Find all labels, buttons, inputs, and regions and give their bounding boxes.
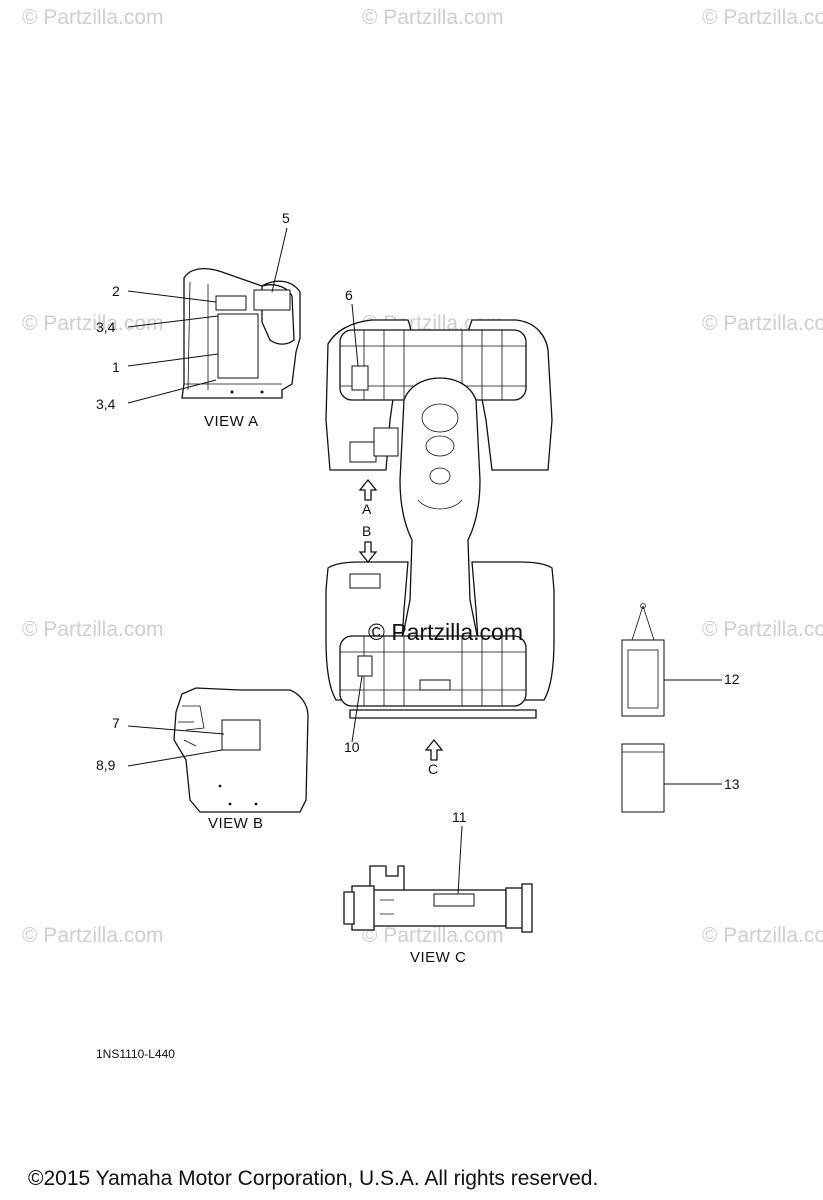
callout-5: 5 (282, 210, 290, 226)
tag-12-drawing (621, 603, 665, 717)
arrow-b-label: B (362, 523, 371, 539)
watermark-text: © Partzilla.com (702, 618, 823, 641)
watermark-text: © Partzilla.com (702, 312, 823, 335)
decal-11-shape (433, 893, 475, 907)
decal-5-shape (253, 289, 291, 311)
decal-1-shape (217, 313, 259, 379)
watermark-text: © Partzilla.com (362, 6, 504, 29)
copyright-notice: ©2015 Yamaha Motor Corporation, U.S.A. A… (28, 1167, 598, 1190)
arrow-c-label: C (428, 761, 438, 777)
watermark-text: © Partzilla.com (362, 924, 504, 947)
callout-3-4: 3,4 (96, 396, 116, 412)
callout-1: 1 (112, 359, 120, 375)
atv-top-view-drawing (325, 319, 555, 719)
decal-6-shape (351, 365, 369, 391)
callout-3-4: 3,4 (96, 319, 116, 335)
decal-2-shape (215, 295, 247, 311)
callout-13: 13 (724, 776, 740, 792)
arrow-a-label: A (362, 501, 372, 517)
callout-7: 7 (112, 715, 120, 731)
view-b-label: VIEW B (208, 815, 264, 832)
watermark-text: © Partzilla.com (22, 6, 164, 29)
view-a-label: VIEW A (204, 413, 259, 430)
view-a-drawing (181, 267, 301, 399)
view-c-drawing (343, 865, 533, 933)
decal-7-shape (221, 719, 261, 751)
view-arrow-a: A (358, 478, 378, 517)
watermark-text: © Partzilla.com (702, 6, 823, 29)
sticker-13-drawing (621, 743, 665, 813)
callout-6: 6 (345, 287, 353, 303)
callout-10: 10 (344, 739, 360, 755)
callout-11: 11 (452, 809, 467, 825)
callout-8-9: 8,9 (96, 757, 116, 773)
view-b-drawing (173, 687, 309, 813)
callout-12: 12 (724, 671, 740, 687)
diagram-code: 1NS1110-L440 (96, 1047, 175, 1061)
decal-10-shape (357, 655, 373, 677)
watermark-text: © Partzilla.com (702, 924, 823, 947)
watermark-group: © Partzilla.com © Partzilla.com © Partzi… (22, 6, 823, 947)
watermark-text: © Partzilla.com (22, 618, 164, 641)
callout-2: 2 (112, 283, 120, 299)
view-c-label: VIEW C (410, 949, 466, 966)
center-watermark: © Partzilla.com (368, 619, 523, 645)
watermark-text: © Partzilla.com (22, 312, 164, 335)
view-arrow-b: B (358, 523, 378, 564)
view-arrow-c: C (424, 738, 444, 777)
watermark-text: © Partzilla.com (22, 924, 164, 947)
